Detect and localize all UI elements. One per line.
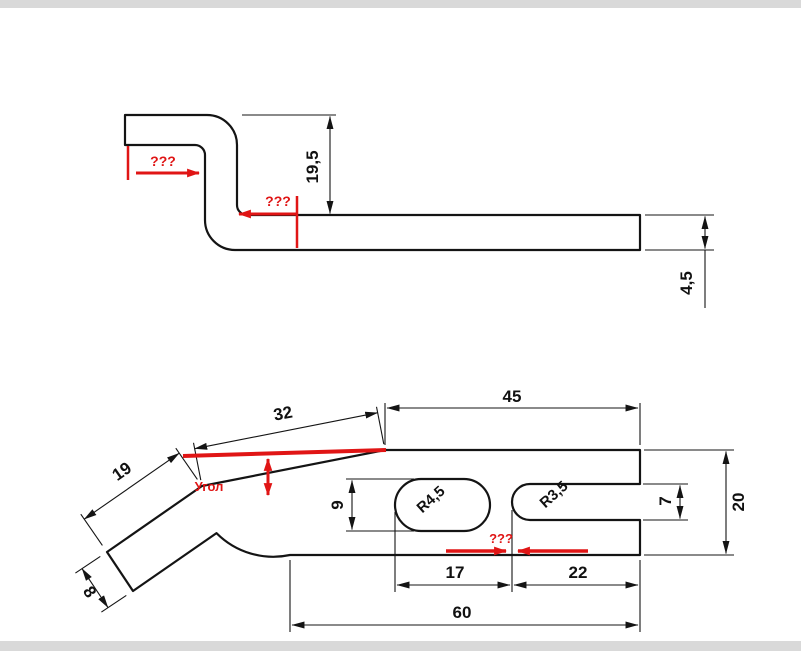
extension-line	[101, 594, 127, 613]
red-reference-edge-line	[182, 448, 387, 458]
dimension-line-slope-length	[194, 411, 379, 450]
dim-arm-length-value: 19	[109, 458, 135, 484]
dim-total-width-value: 60	[453, 603, 472, 622]
side-view-part-outline	[123, 113, 642, 252]
question-annotation: ???	[265, 193, 291, 209]
dim-slot-height-value: 9	[328, 500, 347, 509]
dim-slope-length-value: 32	[272, 402, 294, 424]
side-view: 19,5 4,5 ??? ???	[123, 113, 714, 308]
question-annotation: ???	[489, 531, 513, 546]
extension-line	[75, 555, 101, 574]
plan-view: 45 32 19 8 9 7	[75, 387, 748, 632]
angle-label: Угол	[195, 479, 224, 494]
extension-line	[175, 447, 198, 480]
dim-thickness-value: 4,5	[677, 271, 696, 295]
dim-slot-radius-value: R4,5	[414, 483, 449, 517]
dimension-line-arm-length	[83, 452, 180, 520]
dim-top-width-value: 45	[503, 387, 522, 406]
question-annotation: ???	[150, 153, 176, 169]
dim-fork-gap-value: 7	[656, 496, 675, 505]
dim-slot-span-value: 17	[446, 563, 465, 582]
top-chrome-strip	[0, 0, 801, 8]
dim-height-value: 19,5	[303, 150, 322, 183]
dim-body-height-value: 20	[729, 493, 748, 512]
bottom-chrome-strip	[0, 641, 801, 651]
plan-view-part-outline	[105, 448, 642, 593]
dimension-line-arm-width	[81, 568, 109, 609]
dim-arm-width-value: 8	[79, 583, 100, 601]
dim-fork-span-value: 22	[569, 563, 588, 582]
